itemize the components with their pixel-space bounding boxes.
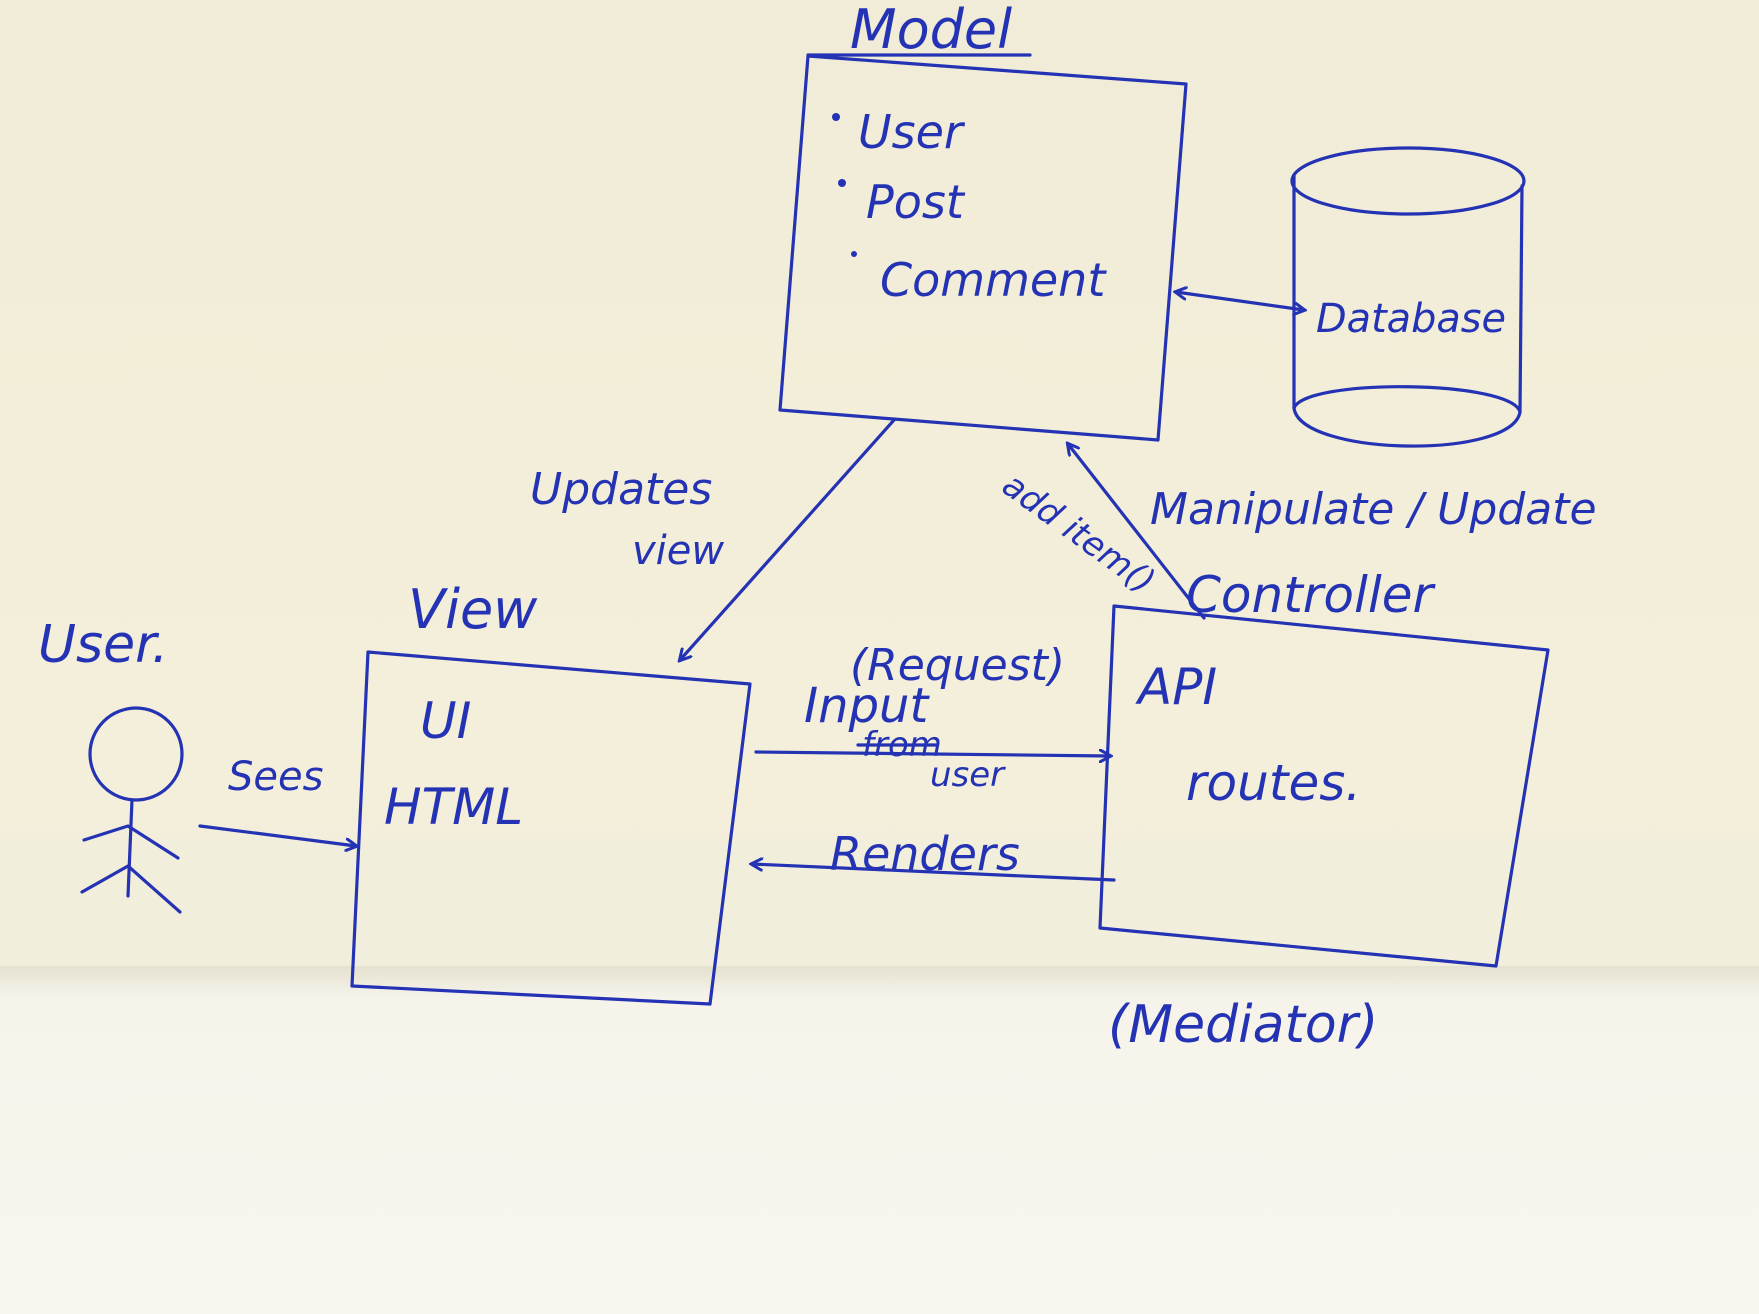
manipulate-update-arrow [1068,444,1206,620]
model-item-user: User [858,105,966,159]
updates-view-label-2: view [632,528,724,574]
user-actor: User. [38,615,184,914]
model-bullet-2 [838,179,846,187]
database-node: Database [1290,146,1526,448]
user-body [126,798,134,898]
database-bottom-front [1292,406,1522,448]
model-bullet-1 [832,113,840,121]
view-box [350,650,752,1006]
renders-arrow [752,864,1116,882]
view-line-html: HTML [384,778,523,836]
database-label: Database [1316,296,1506,342]
controller-box [1098,604,1550,968]
model-bullet-3 [851,251,857,257]
view-title: View [408,578,538,641]
input-label: Input [804,678,930,734]
model-database-arrow [1176,292,1304,310]
model-node: Model User Post Comment [778,0,1188,442]
database-right-side [1518,184,1524,414]
database-top [1290,146,1526,216]
model-item-comment: Comment [880,253,1107,307]
user-arms [82,824,180,860]
manipulate-update-label: Manipulate / Update [1150,484,1597,535]
model-item-post: Post [866,175,966,229]
paper-fold [0,966,1759,1000]
model-title: Model [850,0,1012,61]
view-node: View UI HTML [350,578,752,1006]
controller-note-mediator: (Mediator) [1108,995,1378,1055]
controller-title: Controller [1186,566,1436,624]
sees-arrow [198,824,356,846]
updates-view-arrow [680,418,896,660]
sees-label: Sees [228,754,323,800]
request-label: (Request) [850,640,1065,691]
user-legs [80,864,182,914]
user-label: User. [38,615,168,675]
renders-label: Renders [830,827,1020,881]
controller-line-routes: routes. [1186,754,1361,812]
controller-node: Controller API routes. (Mediator) [1098,566,1550,1055]
view-line-ui: UI [420,692,471,750]
controller-line-api: API [1135,658,1217,716]
input-arrow [754,752,1110,756]
user-edge-label: user [930,755,1006,795]
user-head [88,706,184,802]
database-bottom-back [1292,385,1522,414]
updates-view-label-1: Updates [530,464,712,515]
model-box [778,54,1188,442]
